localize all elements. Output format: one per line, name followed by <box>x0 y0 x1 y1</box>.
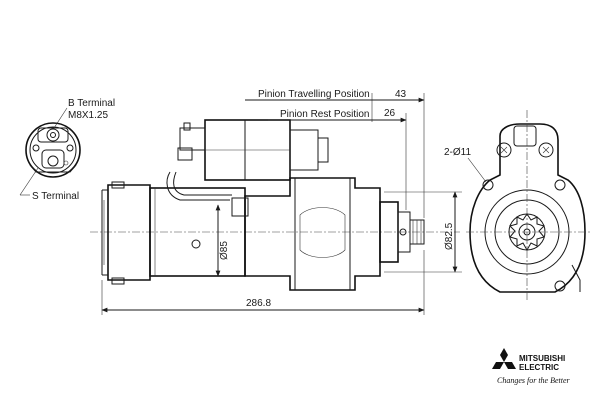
mitsubishi-electric-logo: MITSUBISHI ELECTRIC Changes for the Bett… <box>492 348 571 385</box>
brand-name-line1: MITSUBISHI <box>519 354 565 363</box>
pinion-rest-label: Pinion Rest Position <box>280 109 370 120</box>
pinion-travelling-label: Pinion Travelling Position <box>258 89 370 100</box>
b-terminal-thread-label: M8X1.25 <box>68 110 108 121</box>
rest-dimension: 26 <box>384 108 396 119</box>
brand-name-line2: ELECTRIC <box>519 363 559 372</box>
dimension-body-diameter: Ø85 <box>215 204 230 277</box>
starter-front-view <box>466 110 590 300</box>
dimension-flange-diameter: Ø82.5 <box>384 191 462 273</box>
dimension-rest: Pinion Rest Position 26 <box>268 108 407 210</box>
three-diamond-icon <box>492 348 516 369</box>
starter-side-view <box>90 119 460 291</box>
s-terminal-label: S Terminal <box>32 191 79 202</box>
brand-tagline: Changes for the Better <box>497 376 571 385</box>
dimension-overall-length: 286.8 <box>101 250 425 315</box>
body-diameter-dimension: Ø85 <box>219 241 230 260</box>
overall-length-dimension: 286.8 <box>246 298 271 309</box>
mount-holes-label: 2-Ø11 <box>444 147 471 158</box>
terminal-detail-view <box>25 122 81 178</box>
dimension-travel: Pinion Travelling Position 43 <box>245 89 425 218</box>
flange-diameter-dimension: Ø82.5 <box>444 222 455 250</box>
travel-dimension: 43 <box>395 89 407 100</box>
b-terminal-label: B Terminal <box>68 98 115 109</box>
